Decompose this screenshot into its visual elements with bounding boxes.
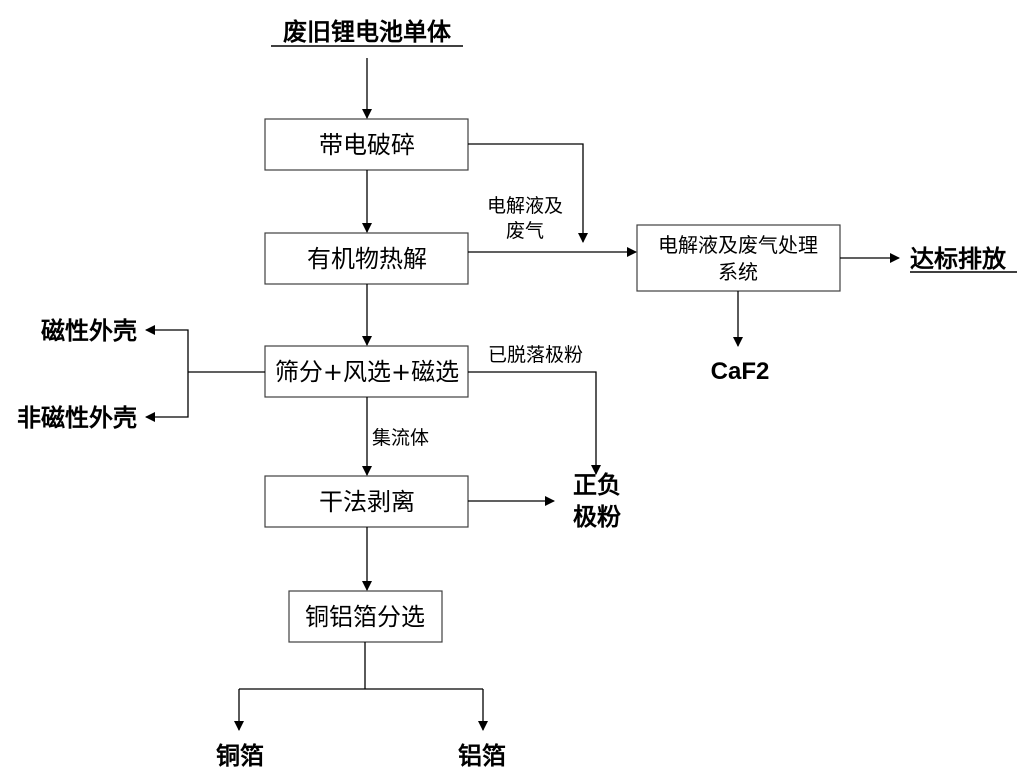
output-electrode-powder-line2: 极粉: [573, 503, 621, 531]
treatment-system-label-line1: 电解液及废气处理: [658, 233, 818, 257]
treatment-system-box: 电解液及废气处理 系统: [636, 224, 841, 292]
step-label-sorting: 筛分+风选+磁选: [275, 358, 459, 386]
arrow-crushing-gas: [468, 143, 588, 243]
output-magnetic-shell: 磁性外壳: [41, 317, 137, 345]
step-box-dry-stripping: 干法剥离: [264, 475, 469, 528]
step-box-foil-separation: 铜铝箔分选: [288, 590, 443, 643]
edge-label-collector: 集流体: [372, 427, 429, 449]
arrow-sorting-powder: [468, 371, 601, 475]
output-discharge: 达标排放: [910, 245, 1007, 273]
edge-label-powder: 已脱落极粉: [488, 344, 583, 366]
output-nonmagnetic-shell: 非磁性外壳: [17, 404, 137, 432]
step-label-foil-separation: 铜铝箔分选: [305, 603, 425, 631]
step-box-crushing: 带电破碎: [264, 118, 469, 171]
step-label-crushing: 带电破碎: [319, 131, 415, 159]
output-caf2: CaF2: [711, 358, 770, 385]
diagram-title: 废旧锂电池单体: [283, 18, 452, 46]
output-aluminum-foil: 铝箔: [458, 742, 506, 770]
step-label-pyrolysis: 有机物热解: [307, 245, 427, 273]
edge-label-gas-line2: 废气: [506, 220, 544, 242]
step-box-pyrolysis: 有机物热解: [264, 232, 469, 285]
step-box-sorting: 筛分+风选+磁选: [264, 345, 469, 398]
output-copper-foil: 铜箔: [216, 742, 264, 770]
arrow-to-magnetic-shell: [145, 325, 189, 372]
treatment-system-label-line2: 系统: [718, 260, 758, 284]
edge-label-gas-line1: 电解液及: [487, 195, 563, 217]
output-electrode-powder-line1: 正负: [573, 471, 621, 499]
step-label-dry-stripping: 干法剥离: [319, 488, 415, 516]
arrow-to-nonmagnetic-shell: [145, 372, 189, 422]
